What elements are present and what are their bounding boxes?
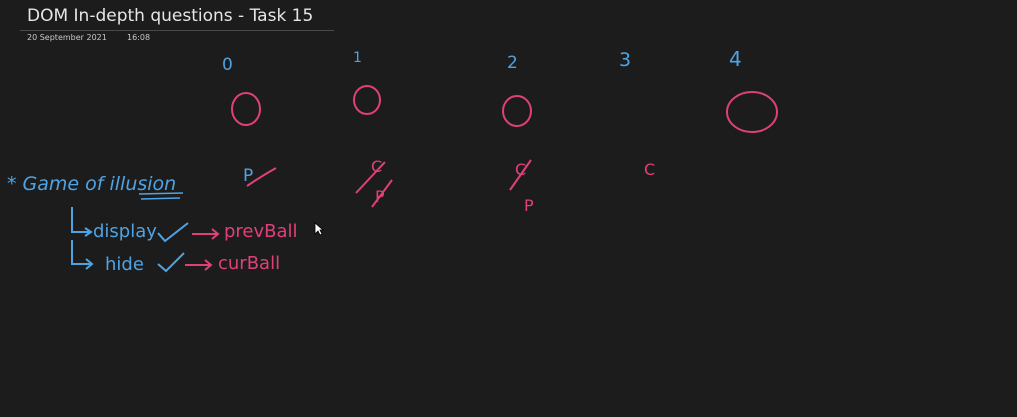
game-heading: * Game of illusion (7, 173, 176, 195)
slot-2-mark: C P (509, 159, 534, 215)
strike-stroke-1b (371, 179, 393, 208)
prev-arrow (192, 228, 220, 240)
cur-label: curBall (218, 253, 280, 274)
check-stroke-0 (246, 167, 277, 187)
slot-1-mark: C P (355, 157, 393, 208)
index-label-3: 3 (619, 49, 631, 71)
page-date: 20 September 2021 (27, 33, 107, 42)
hide-arrow (71, 240, 94, 270)
index-label-4: 4 (729, 47, 742, 71)
ball-circles (231, 85, 778, 133)
ball-circle-1 (353, 85, 381, 115)
slot-letter-0: P (243, 166, 253, 186)
heading-ink: * Game of illusion (7, 173, 184, 200)
page-header: DOM In-depth questions - Task 15 20 Sept… (0, 0, 1017, 48)
slot-letter-3: C (644, 160, 655, 179)
hide-word: hide (105, 254, 144, 275)
display-check (157, 222, 189, 243)
strike-stroke-2 (509, 159, 532, 191)
index-label-2: 2 (507, 53, 518, 73)
title-divider (20, 30, 334, 31)
slot-letter-1: C (371, 157, 382, 176)
slot-letter-2b: P (524, 196, 534, 215)
index-label-1: 1 (353, 50, 362, 66)
display-word: display (93, 221, 157, 242)
mouse-cursor-icon (314, 222, 324, 236)
heading-underline (138, 192, 184, 200)
ball-circle-4 (726, 91, 778, 133)
index-labels: 0 1 2 3 4 (222, 47, 742, 75)
slot-letter-2: C (515, 160, 526, 179)
display-arrow (71, 207, 93, 237)
index-label-0: 0 (222, 55, 233, 75)
page-title[interactable]: DOM In-depth questions - Task 15 (27, 6, 314, 26)
hide-line: hide curBall (71, 240, 280, 275)
page-time: 16:08 (127, 33, 151, 42)
slot-0-mark: P (243, 166, 277, 187)
hide-check (157, 252, 185, 273)
prev-label: prevBall (224, 221, 298, 242)
ball-circle-2 (502, 95, 532, 127)
cur-arrow (185, 259, 213, 271)
ball-circle-0 (231, 92, 261, 126)
strike-stroke-1a (355, 161, 386, 194)
display-line: display prevBall (71, 207, 298, 243)
